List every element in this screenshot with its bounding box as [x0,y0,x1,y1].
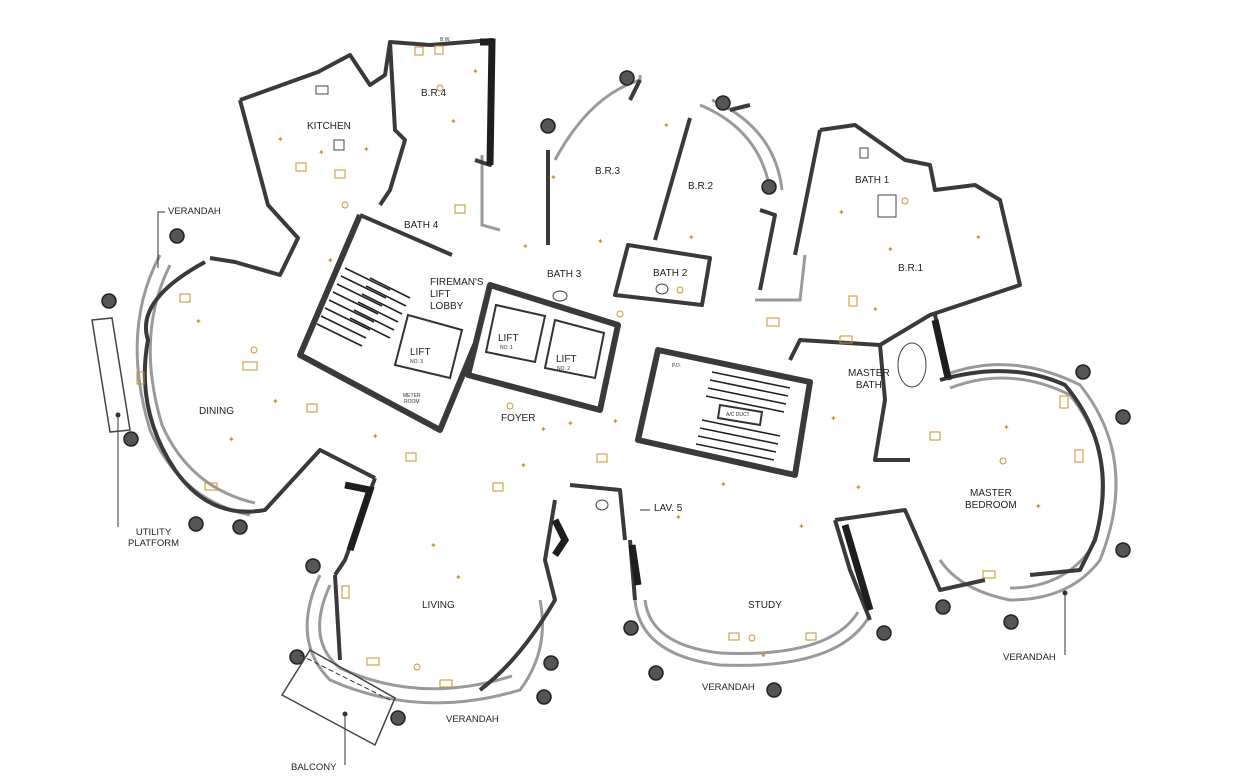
fixture-markers [136,45,1084,688]
room-br4: B.R.4 [421,88,447,99]
heavy-walls [344,38,952,611]
svg-text:✦: ✦ [675,513,682,522]
room-bath3: BATH 3 [547,269,582,280]
stairs-1 [316,267,411,347]
walls [142,38,1105,692]
svg-text:✦: ✦ [363,145,370,154]
utility-platform-outline [91,317,131,433]
svg-text:✦: ✦ [272,397,279,406]
svg-text:✦: ✦ [612,417,619,426]
room-lift3: LIFT [410,347,431,358]
fixture-stars: ✦ ✦ ✦ ✦ ✦ ✦ ✦ ✦ ✦ ✦ ✦ ✦ ✦ ✦ ✦ ✦ ✦ ✦ ✦ ✦ … [195,67,1042,660]
room-firemans-lift-lobby: FIREMAN'S LIFT LOBBY [430,277,484,312]
fixture-dots [250,84,1007,671]
svg-text:✦: ✦ [663,121,670,130]
room-br1: B.R.1 [898,263,924,274]
svg-text:✦: ✦ [567,419,574,428]
svg-text:✦: ✦ [720,480,727,489]
columns [101,70,1131,726]
lift1-number: NO. 1 [500,345,514,351]
svg-text:✦: ✦ [838,208,845,217]
svg-text:✦: ✦ [372,432,379,441]
room-kitchen: KITCHEN [307,121,351,132]
balcony-outline [280,648,396,747]
svg-text:✦: ✦ [540,425,547,434]
room-lift2: LIFT [556,354,577,365]
room-master-bedroom: MASTER BEDROOM [965,488,1017,511]
svg-text:✦: ✦ [327,256,334,265]
svg-text:✦: ✦ [798,522,805,531]
svg-text:✦: ✦ [550,173,557,182]
room-lift1: LIFT [498,333,519,344]
room-study: STUDY [748,600,782,611]
svg-text:✦: ✦ [522,242,529,251]
callout-verandah-study: VERANDAH [702,682,755,693]
room-bath2: BATH 2 [653,268,688,279]
svg-text:✦: ✦ [975,233,982,242]
callout-verandah-nw: VERANDAH [168,206,221,217]
room-br2: B.R.2 [688,181,714,192]
svg-text:✦: ✦ [430,541,437,550]
svg-text:✦: ✦ [472,67,479,76]
stairs-2 [695,371,791,461]
bw-label: B.W. [440,37,451,43]
room-bath4: BATH 4 [404,220,439,231]
lift2-number: NO. 2 [557,366,571,372]
svg-text:✦: ✦ [1035,502,1042,511]
callout-balcony: BALCONY [291,762,337,773]
callout-verandah-living: VERANDAH [446,714,499,725]
room-lav5: LAV. 5 [654,503,683,514]
room-foyer: FOYER [501,413,536,424]
svg-text:✦: ✦ [688,233,695,242]
ac-duct-label: A/C DUCT [726,412,750,418]
svg-text:✦: ✦ [450,117,457,126]
room-br3: B.R.3 [595,166,621,177]
room-dining: DINING [199,406,234,417]
pd-label: P.D. [672,363,682,369]
svg-text:✦: ✦ [830,414,837,423]
room-bath1: BATH 1 [855,175,890,186]
svg-text:✦: ✦ [872,305,879,314]
svg-text:✦: ✦ [855,483,862,492]
room-living: LIVING [422,600,455,611]
callout-leaders [115,211,1068,765]
verandah-rails [135,75,1118,705]
lift-shafts [393,303,764,427]
room-master-bath: MASTER BATH [848,368,890,391]
sanitary-fixtures [315,85,927,511]
svg-text:✦: ✦ [195,317,202,326]
svg-text:✦: ✦ [1003,423,1010,432]
svg-text:✦: ✦ [228,435,235,444]
svg-text:✦: ✦ [520,461,527,470]
callout-utility-platform: UTILITY PLATFORM [128,527,180,549]
svg-text:✦: ✦ [277,135,284,144]
room-meter-room: METER ROOM [403,393,421,405]
svg-text:✦: ✦ [760,651,767,660]
svg-text:✦: ✦ [887,245,894,254]
callout-verandah-master: VERANDAH [1003,652,1056,663]
lift3-number: NO. 3 [410,359,424,365]
svg-text:✦: ✦ [318,148,325,157]
svg-text:✦: ✦ [597,237,604,246]
svg-text:✦: ✦ [455,573,462,582]
